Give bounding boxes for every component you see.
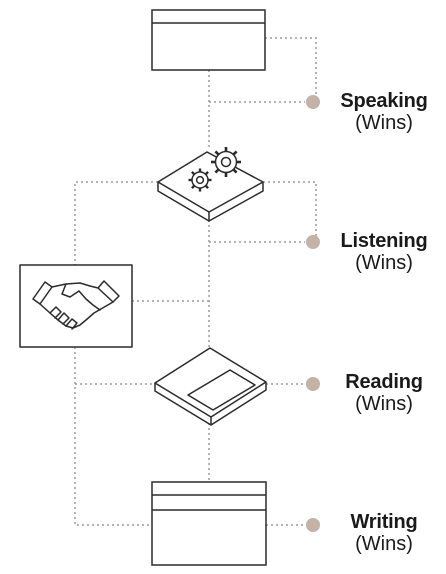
connector-top-box-right [265,37,317,102]
listening-label: Listening (Wins) [324,230,444,275]
writing-subtitle: (Wins) [355,533,413,556]
writing-title: Writing [350,511,418,533]
reading-bullet [306,377,320,391]
connector-gears-right [263,181,317,242]
writing-bullet [306,518,320,532]
speaking-bullet [306,95,320,109]
speaking-subtitle: (Wins) [355,112,413,135]
reading-title: Reading [345,371,423,393]
listening-bullet [306,235,320,249]
document-icon [151,481,267,566]
book-icon [154,347,267,426]
connector-gears-left [74,181,158,265]
listening-subtitle: (Wins) [355,252,413,275]
writing-label: Writing (Wins) [324,511,444,556]
reading-subtitle: (Wins) [355,393,413,416]
connector-outer-spine [74,347,152,526]
speaking-title: Speaking [340,90,428,112]
connector-lines [74,37,317,526]
handshake-icon [19,264,133,348]
reading-label: Reading (Wins) [324,371,444,416]
speaking-label: Speaking (Wins) [324,90,444,135]
listening-title: Listening [340,230,428,252]
window-icon [151,9,266,71]
gears-icon [157,147,264,222]
